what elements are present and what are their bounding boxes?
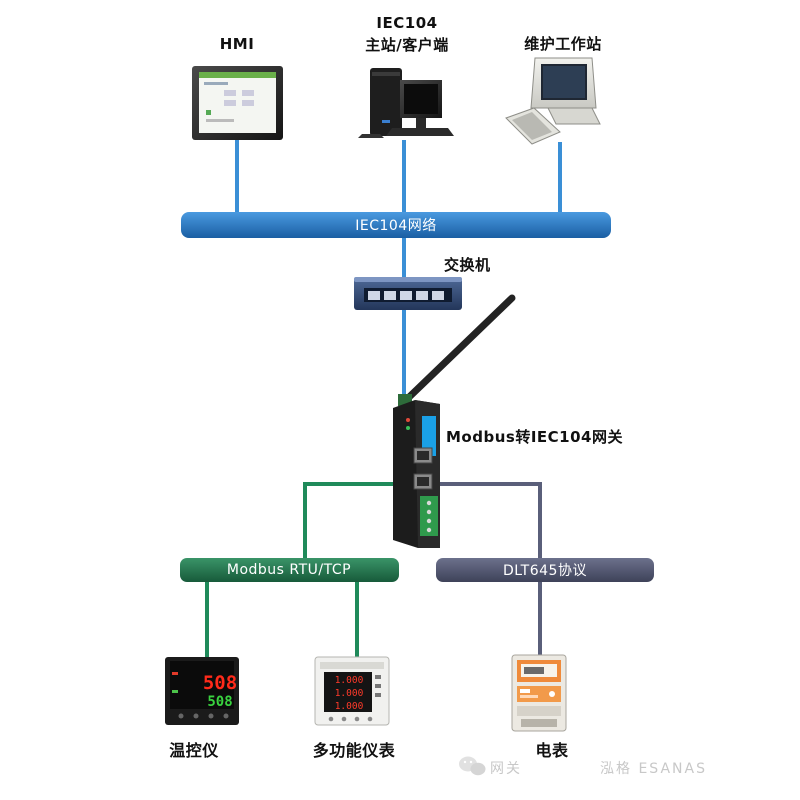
iec104-master-label-line2: 主站/客户端 bbox=[365, 36, 449, 54]
iec104-master-pc-icon bbox=[358, 68, 454, 138]
electricity-meter-label: 电表 bbox=[535, 741, 569, 760]
meter-reading-3: 1.000 bbox=[335, 701, 364, 712]
iec104-bus bbox=[181, 212, 611, 238]
meter-reading-1: 1.000 bbox=[335, 675, 364, 686]
modbus-bus-label: Modbus RTU/TCP bbox=[226, 562, 352, 578]
ethernet-links bbox=[235, 140, 562, 400]
electricity-meter-icon bbox=[511, 654, 567, 732]
temp-pv-display: 508 bbox=[203, 672, 237, 694]
temp-sv-display: 508 bbox=[207, 694, 232, 710]
dlt645-links bbox=[436, 482, 542, 660]
hmi-icon bbox=[192, 66, 283, 140]
wechat-icon bbox=[459, 756, 486, 776]
dlt645-bus-label: DLT645协议 bbox=[503, 563, 587, 579]
gateway-label: Modbus转IEC104网关 bbox=[446, 428, 623, 446]
watermark-right: 泓格 ESANAS bbox=[600, 761, 707, 777]
gateway-icon bbox=[393, 294, 516, 548]
antenna-icon bbox=[400, 294, 516, 406]
modbus-links bbox=[205, 482, 410, 660]
meter-reading-2: 1.000 bbox=[335, 688, 364, 699]
multifunction-meter-label: 多功能仪表 bbox=[312, 741, 396, 760]
workstation-icon bbox=[505, 57, 601, 145]
switch-label: 交换机 bbox=[444, 256, 491, 274]
temp-controller-label: 温控仪 bbox=[169, 741, 219, 760]
multifunction-meter-icon: 1.000 1.000 1.000 bbox=[314, 656, 390, 726]
gateway-dlt645-link bbox=[436, 482, 542, 560]
iec104-master-label-line1: IEC104 bbox=[376, 14, 438, 32]
switch-icon bbox=[354, 277, 462, 310]
dlt645-bus bbox=[436, 558, 654, 582]
modbus-bus bbox=[180, 558, 399, 582]
hmi-label: HMI bbox=[219, 35, 255, 53]
watermark-left: 网关 bbox=[490, 761, 522, 777]
temp-controller-icon: 508 508 bbox=[165, 657, 239, 725]
gateway-modbus-link bbox=[303, 482, 410, 560]
iec104-bus-label: IEC104网络 bbox=[355, 218, 437, 234]
workstation-label: 维护工作站 bbox=[524, 35, 602, 53]
